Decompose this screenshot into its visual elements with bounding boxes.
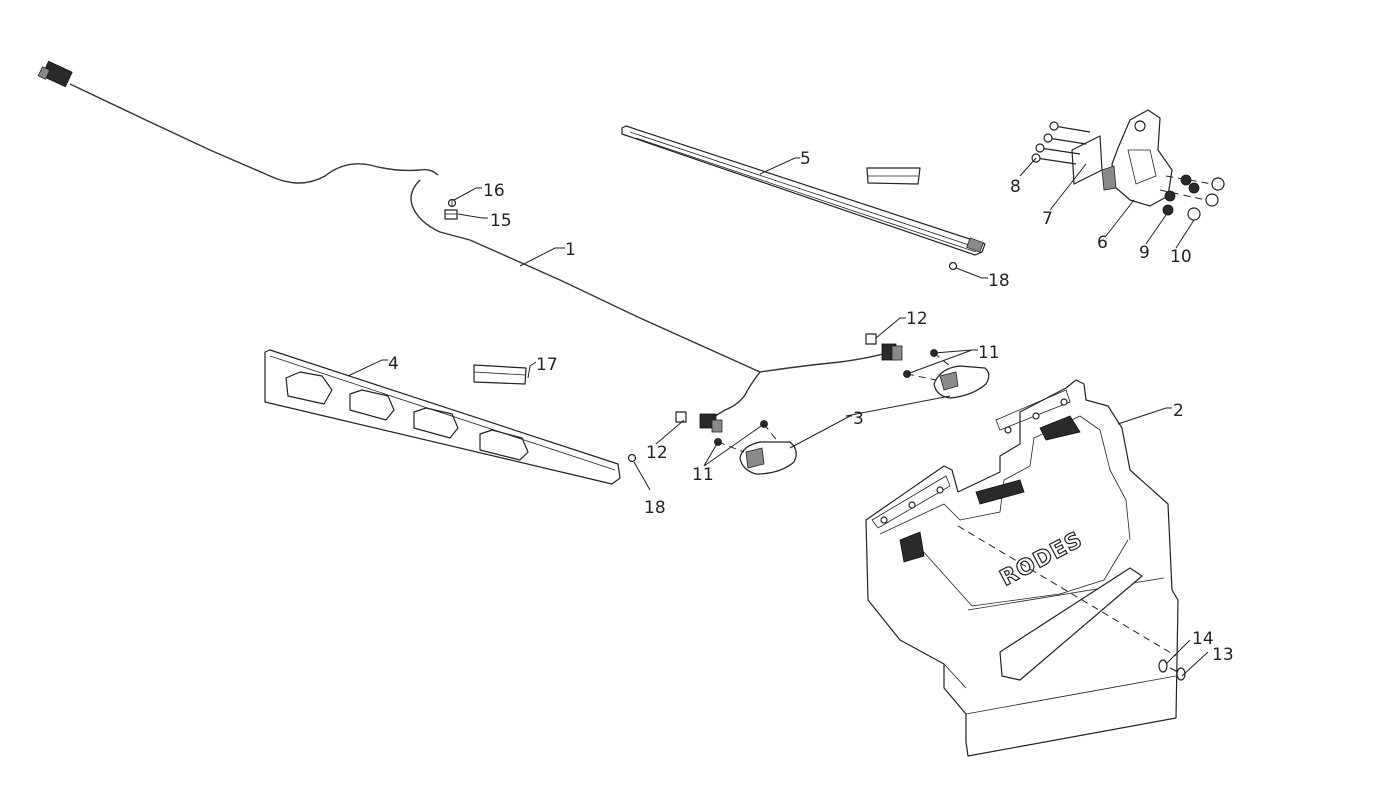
harness-connector-plug <box>37 60 73 88</box>
callout-labels: 1 2 3 4 5 6 7 8 9 10 11 11 12 12 13 14 1… <box>388 149 1234 665</box>
callout-4: 4 <box>388 354 399 374</box>
caps-10 <box>1187 177 1225 221</box>
callout-12-top: 12 <box>906 309 928 329</box>
pad-17-top <box>866 167 921 185</box>
callout-5: 5 <box>800 149 811 169</box>
clip-15 <box>444 209 458 220</box>
screw-18-right <box>948 261 958 271</box>
callout-1: 1 <box>565 240 576 260</box>
washer-14 <box>1158 659 1168 673</box>
pad-17 <box>473 364 527 385</box>
trim-strip-5 <box>621 125 986 256</box>
callout-2: 2 <box>1173 401 1184 421</box>
harness-connector-left <box>699 413 723 433</box>
callout-17: 17 <box>536 355 558 375</box>
callout-13: 13 <box>1212 645 1234 665</box>
leader-lines <box>347 157 1209 677</box>
callout-8: 8 <box>1010 177 1021 197</box>
clip-12-top <box>865 333 877 345</box>
callout-12-bottom: 12 <box>646 443 668 463</box>
callout-11-top: 11 <box>978 343 1000 363</box>
harness-connector-right <box>881 343 903 361</box>
callout-14: 14 <box>1192 629 1214 649</box>
callout-9: 9 <box>1139 243 1150 263</box>
screw-18-left <box>627 453 637 463</box>
hitch-bracket-6 <box>1101 109 1173 207</box>
callout-10: 10 <box>1170 247 1192 267</box>
lamp-3-right <box>933 365 990 399</box>
callout-3: 3 <box>853 409 864 429</box>
side-trim-4 <box>264 349 621 485</box>
nuts-9 <box>1162 174 1200 216</box>
mounting-axis-line <box>957 525 1177 657</box>
callout-15: 15 <box>490 211 512 231</box>
bolt-13 <box>1169 667 1186 681</box>
callout-16: 16 <box>483 181 505 201</box>
callout-18-right: 18 <box>988 271 1010 291</box>
callout-11-bottom: 11 <box>692 465 714 485</box>
lamp-3-left <box>739 441 797 475</box>
wiring-harness <box>37 60 903 433</box>
clip-12-bottom <box>675 411 687 423</box>
callout-18-left: 18 <box>644 498 666 518</box>
callout-7: 7 <box>1042 209 1053 229</box>
bumper-panel-2: RODES <box>865 379 1179 757</box>
bolts-8 <box>1031 121 1091 165</box>
screw-16 <box>447 198 457 208</box>
callout-6: 6 <box>1097 233 1108 253</box>
